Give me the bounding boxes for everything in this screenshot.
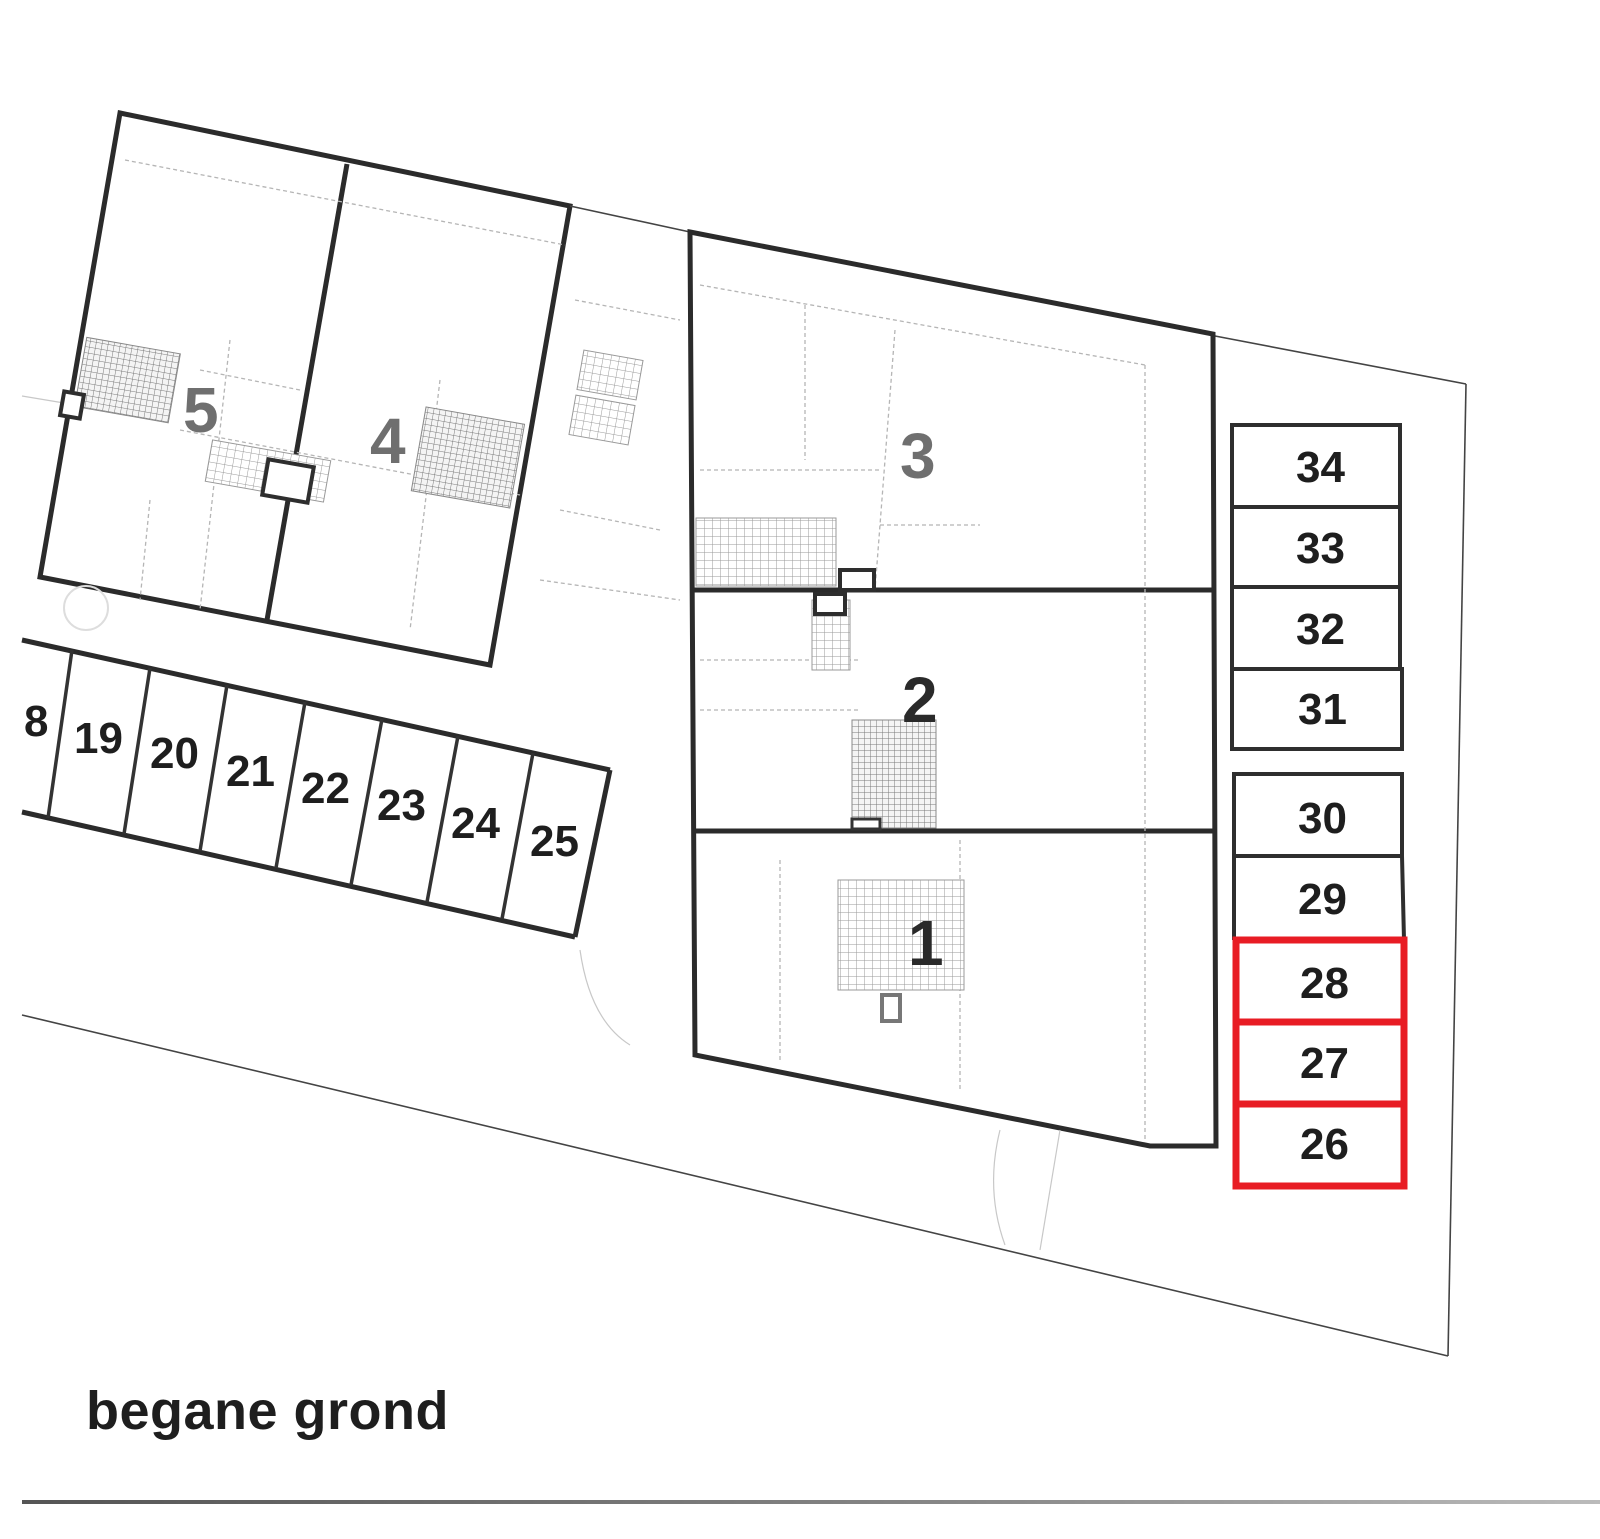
circulation-area bbox=[539, 205, 691, 601]
storage-label-34: 34 bbox=[1296, 443, 1345, 492]
entrance-path bbox=[579, 949, 1061, 1251]
storage-box-26[interactable] bbox=[1232, 1100, 1408, 1190]
unit-label-1: 1 bbox=[908, 907, 944, 979]
unit-label-4: 4 bbox=[370, 405, 406, 477]
storage-label-22: 22 bbox=[301, 764, 350, 813]
storage-label-20: 20 bbox=[150, 729, 199, 778]
storage-label-23: 23 bbox=[377, 781, 426, 830]
storage-label-29: 29 bbox=[1298, 875, 1347, 924]
storage-label-26: 26 bbox=[1300, 1120, 1349, 1169]
storage-label-19: 19 bbox=[74, 714, 123, 763]
highlighted-storage-group[interactable] bbox=[1232, 936, 1408, 1190]
storage-label-21: 21 bbox=[226, 747, 275, 796]
storage-label-28: 28 bbox=[1300, 959, 1349, 1008]
unit-label-2: 2 bbox=[902, 664, 938, 736]
unit-label-3: 3 bbox=[900, 420, 936, 492]
storage-column-lower bbox=[1232, 772, 1406, 941]
storage-label-30: 30 bbox=[1298, 794, 1347, 843]
bottom-divider bbox=[22, 1500, 1600, 1504]
storage-label-32: 32 bbox=[1296, 605, 1345, 654]
building-units-4-5 bbox=[37, 110, 573, 668]
storage-label-27: 27 bbox=[1300, 1039, 1349, 1088]
storage-label-33: 33 bbox=[1296, 524, 1345, 573]
storage-label-24: 24 bbox=[451, 799, 500, 848]
floor-title: begane grond bbox=[86, 1381, 450, 1441]
storage-label-31: 31 bbox=[1298, 685, 1347, 734]
site-boundary bbox=[21, 335, 1467, 1357]
storage-row-bottom-left bbox=[21, 637, 613, 940]
storage-label-25: 25 bbox=[530, 817, 579, 866]
building-units-1-3 bbox=[687, 228, 1219, 1149]
storage-column-upper bbox=[1230, 423, 1404, 751]
storage-label-8: 8 bbox=[24, 697, 48, 746]
unit-label-5: 5 bbox=[183, 374, 219, 446]
